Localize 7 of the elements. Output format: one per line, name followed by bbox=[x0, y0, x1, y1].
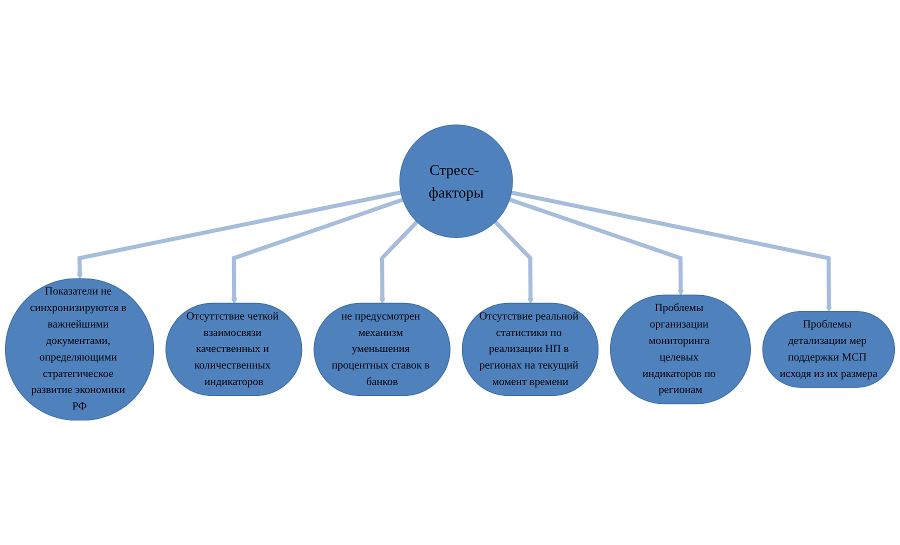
arrow bbox=[510, 190, 832, 312]
node-circle: Стресс- факторы bbox=[399, 124, 513, 238]
arrow bbox=[494, 220, 534, 304]
arrow bbox=[379, 220, 418, 304]
arrow bbox=[508, 198, 684, 296]
arrow bbox=[231, 198, 404, 304]
arrow bbox=[76, 190, 402, 280]
